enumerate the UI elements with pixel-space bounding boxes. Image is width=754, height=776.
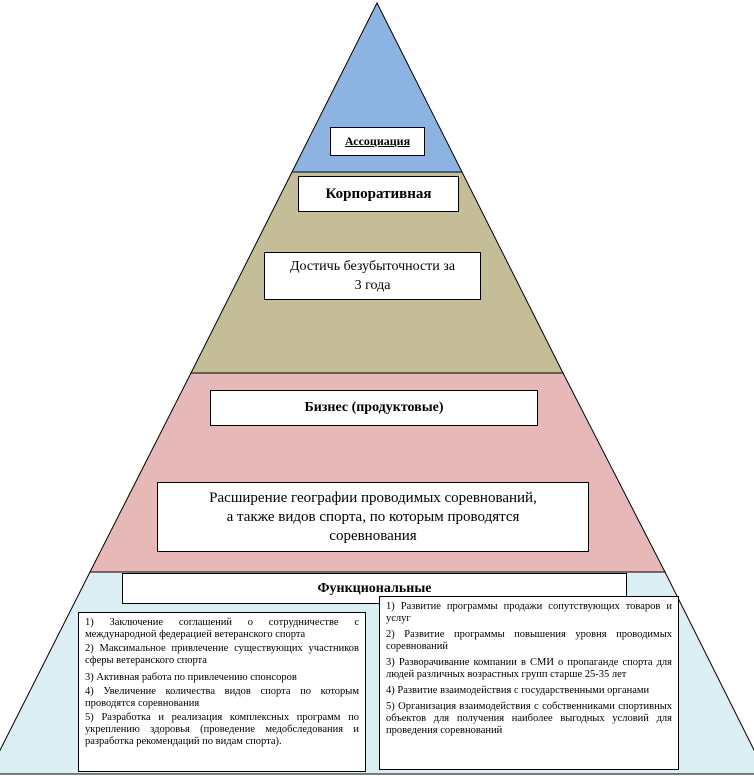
functional-left-list: 1) Заключение соглашений о сотрудничеств… [78,612,366,772]
list-item: 3) Активная работа по привлечению спонсо… [85,672,297,683]
list-item: 4) Увеличение количества видов спорта по… [85,686,359,709]
corporate-label: Корпоративная [325,185,432,202]
association-label: Ассоциация [344,134,411,148]
list-item: 5) Организация взаимодействия с собствен… [386,701,672,736]
business-goal-line3: соревнования [329,527,417,544]
corporate-goal-line2: 3 года [354,278,391,293]
corporate-label-box: Корпоративная [298,176,459,212]
list-item: 4) Развитие взаимодействия с государстве… [386,685,650,696]
corporate-goal-line1: Достичь безубыточности за [289,259,456,274]
list-item: 1) Развитие программы продажи сопутствую… [386,601,672,624]
list-item: 1) Заключение соглашений о сотрудничеств… [85,617,359,640]
business-label-box: Бизнес (продуктовые) [210,390,538,426]
business-goal-box: Расширение географии проводимых соревнов… [157,482,589,552]
list-item: 3) Разворачивание компании в СМИ о пропа… [386,657,672,680]
list-item: 2) Развитие программы повышения уровня п… [386,629,672,652]
corporate-goal-box: Достичь безубыточности за 3 года [264,252,481,300]
association-label-box: Ассоциация [330,127,425,156]
business-label: Бизнес (продуктовые) [304,400,444,415]
business-goal-line1: Расширение географии проводимых соревнов… [209,489,537,506]
list-item: 2) Максимальное привлечение существующих… [85,643,359,666]
functional-label: Функциональные [317,581,432,596]
list-item: 5) Разработка и реализация комплексных п… [85,712,359,747]
functional-right-list: 1) Развитие программы продажи сопутствую… [379,596,679,770]
business-goal-line2: а также видов спорта, по которым проводя… [226,508,520,525]
